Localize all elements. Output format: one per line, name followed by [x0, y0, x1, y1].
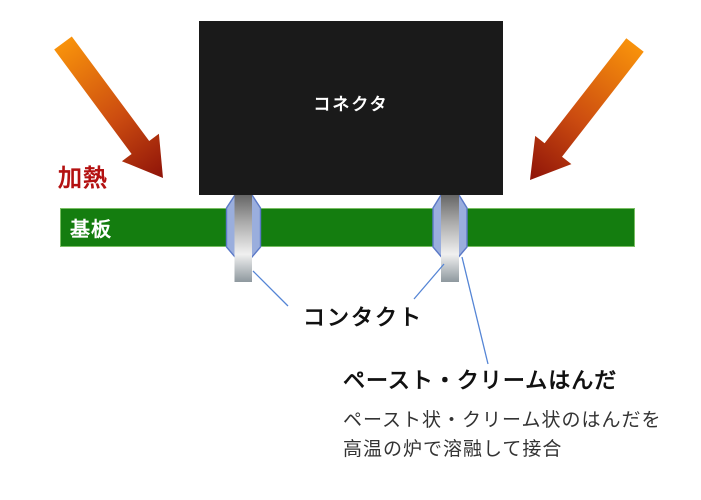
leader-line-solder [461, 256, 489, 365]
solder-description-line2: 高温の炉で溶融して接合 [343, 439, 563, 460]
connector-label: コネクタ [313, 94, 389, 114]
leader-line-contact-right [413, 263, 445, 300]
solder-description: ペースト状・クリーム状のはんだを 高温の炉で溶融して接合 [343, 406, 661, 464]
board-label: 基板 [70, 219, 112, 241]
solder-title: ペースト・クリームはんだ [343, 368, 618, 393]
leader-line-contact-left [252, 270, 289, 307]
contact-pin-right [441, 195, 459, 282]
circuit-board: 基板 [60, 208, 635, 247]
contact-label: コンタクト [303, 305, 424, 330]
solder-description-line1: ペースト状・クリーム状のはんだを [343, 410, 662, 431]
heat-arrow-left-icon [54, 36, 164, 178]
heat-arrow-right-icon [530, 38, 644, 181]
heat-label: 加熱 [58, 165, 108, 192]
connector-body: コネクタ [199, 21, 503, 195]
contact-pin-left [234, 195, 252, 282]
solder-callout: ペースト・クリームはんだ ペースト状・クリーム状のはんだを 高温の炉で溶融して接… [343, 363, 661, 464]
